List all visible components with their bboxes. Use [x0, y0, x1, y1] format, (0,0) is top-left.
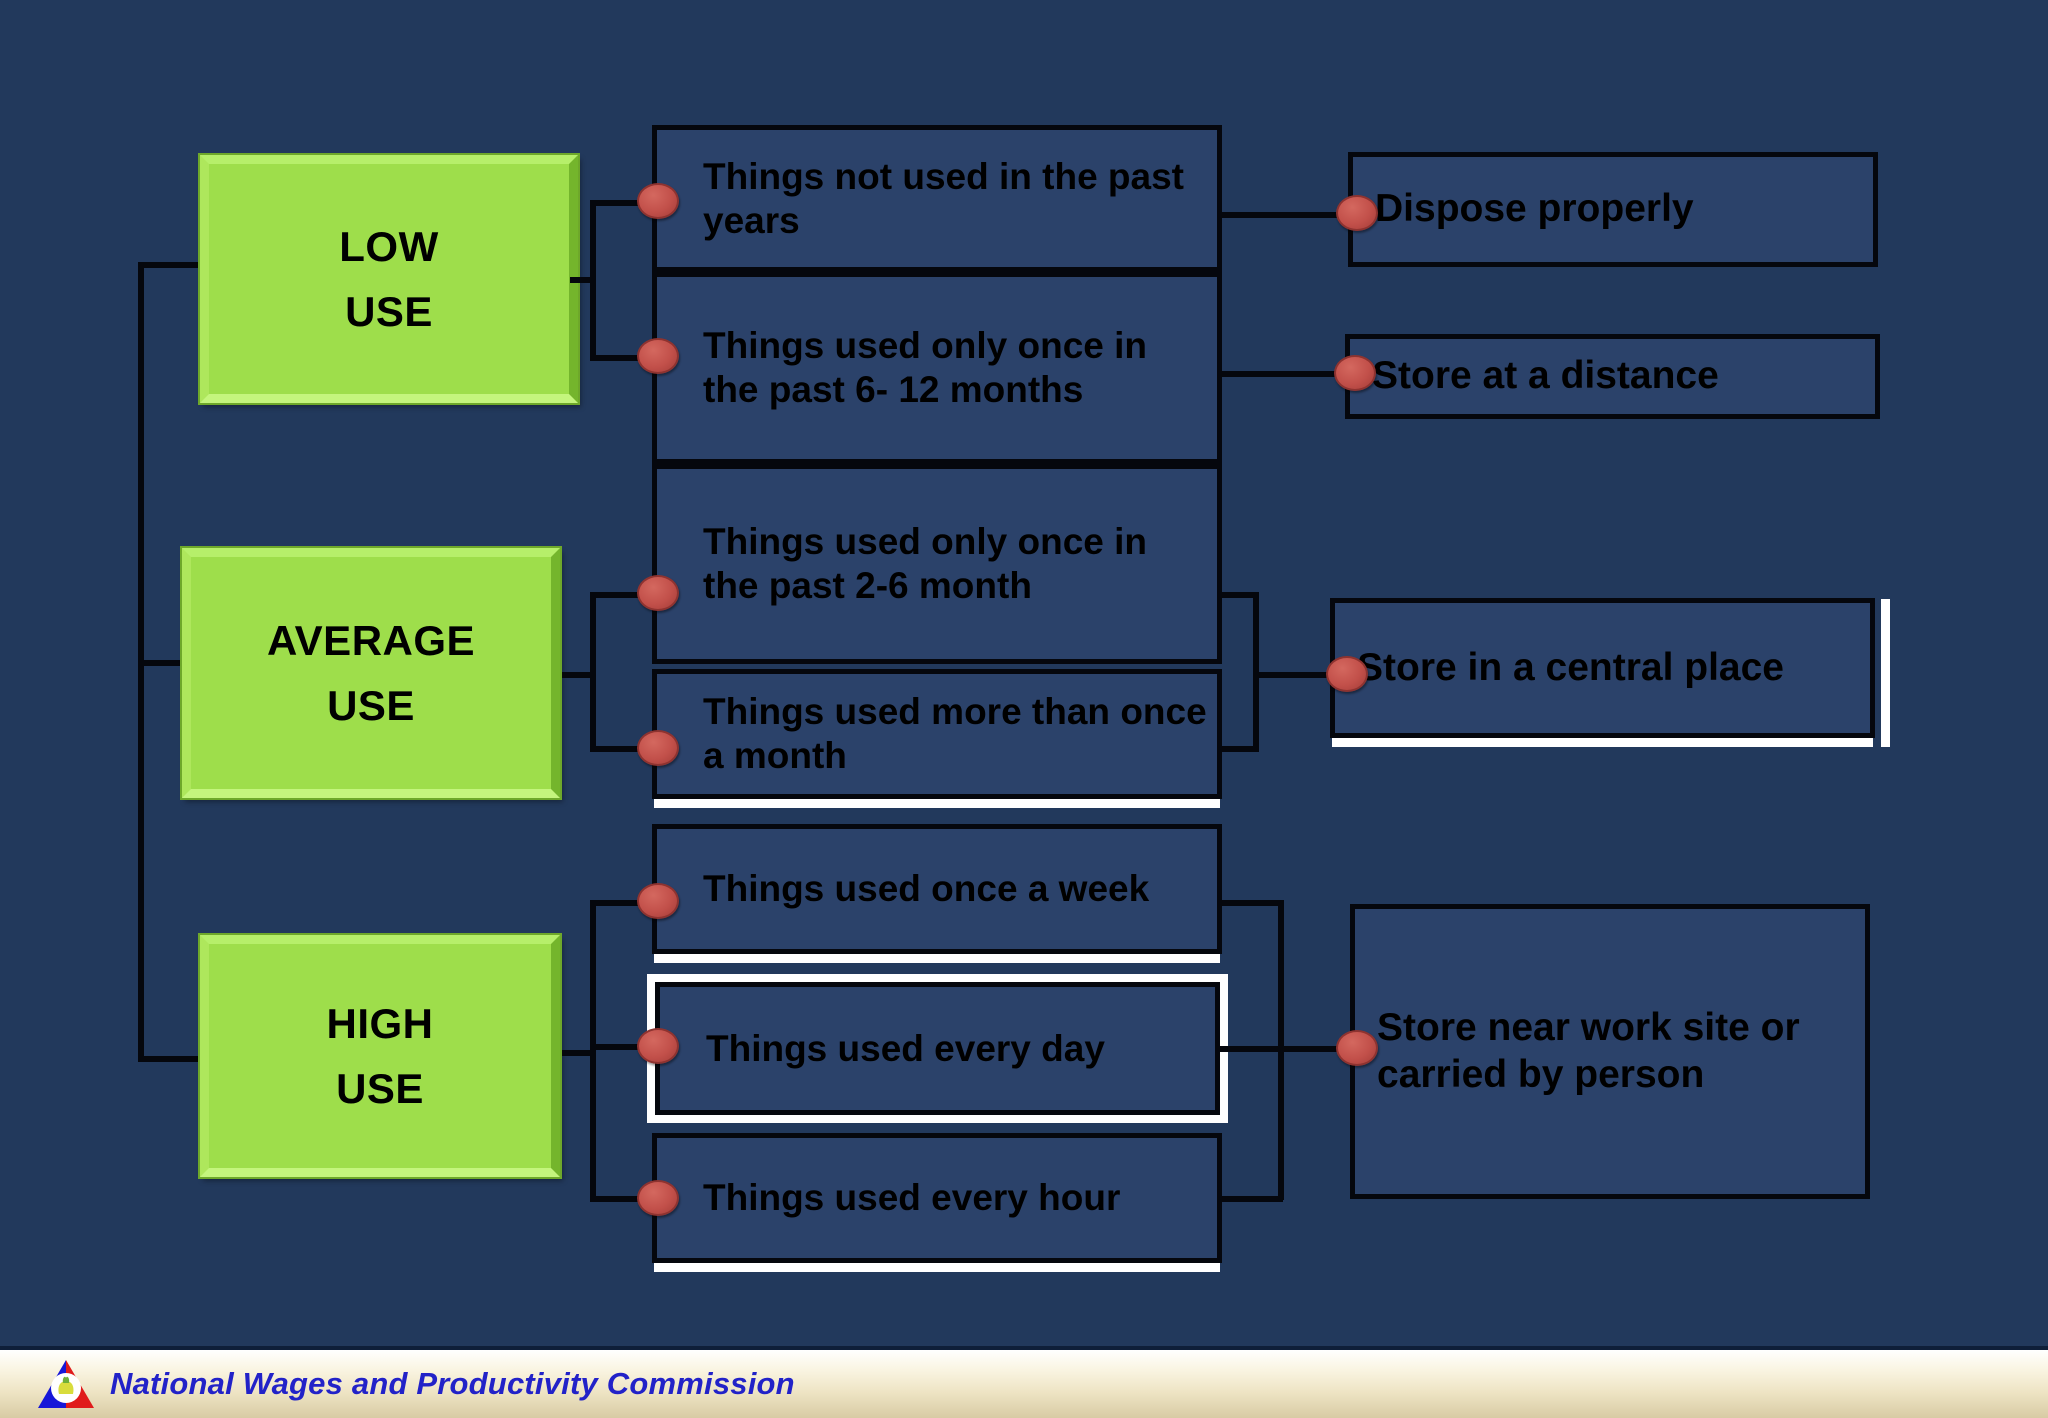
- average-to-c4: [590, 746, 645, 752]
- high-to-c7: [590, 1196, 645, 1202]
- high-to-c6: [590, 1044, 645, 1050]
- connector-dot-c1: [637, 183, 679, 219]
- criteria-box-1-text: Things not used in the past years: [703, 155, 1184, 241]
- criteria-box-6[interactable]: Things used every day: [655, 982, 1220, 1115]
- trunk-to-low-line: [138, 262, 208, 268]
- connector-dot-c2: [637, 338, 679, 374]
- criteria-box-3-text: Things used only once in the past 2-6 mo…: [703, 521, 1148, 606]
- average-to-c3: [590, 592, 645, 598]
- criteria-box-2-text: Things used only once in the past 6- 12 …: [703, 325, 1148, 410]
- category-low-use[interactable]: LOW USE: [200, 155, 578, 403]
- c5-merge-line: [1218, 900, 1283, 906]
- criteria-box-7-text: Things used every hour: [703, 1177, 1121, 1219]
- category-low-use-line1: LOW: [339, 222, 439, 270]
- category-average-use[interactable]: AVERAGE USE: [182, 548, 560, 798]
- connector-dot-a4: [1336, 1030, 1378, 1066]
- action-box-3-text: Store in a central place: [1357, 645, 1785, 689]
- connector-dot-c4: [637, 730, 679, 766]
- criteria-box-5-text: Things used once a week: [703, 868, 1150, 910]
- action-box-1[interactable]: Dispose properly: [1348, 152, 1878, 267]
- criteria-box-3[interactable]: Things used only once in the past 2-6 mo…: [652, 464, 1222, 664]
- connector-dot-a1: [1336, 195, 1378, 231]
- avg-merge-to-a3-line: [1253, 672, 1343, 678]
- criteria-box-4-text: Things used more than once a month: [703, 691, 1207, 776]
- low-stem: [570, 277, 596, 283]
- c2-to-a2-line: [1218, 371, 1348, 377]
- connector-dot-a3: [1326, 656, 1368, 692]
- connector-dot-c5: [637, 883, 679, 919]
- action-box-4[interactable]: Store near work site or carried by perso…: [1350, 904, 1870, 1199]
- low-to-c1: [590, 200, 645, 206]
- category-low-use-line2: USE: [345, 288, 433, 335]
- category-high-use-line1: HIGH: [326, 999, 434, 1047]
- c4-merge-line: [1218, 746, 1258, 752]
- c6-merge-line: [1218, 1046, 1283, 1052]
- criteria-box-7[interactable]: Things used every hour: [652, 1133, 1222, 1272]
- action-box-2[interactable]: Store at a distance: [1345, 334, 1880, 419]
- footer-bar: National Wages and Productivity Commissi…: [0, 1346, 2048, 1418]
- criteria-box-2[interactable]: Things used only once in the past 6- 12 …: [652, 272, 1222, 464]
- criteria-box-5[interactable]: Things used once a week: [652, 824, 1222, 963]
- connector-dot-c6: [637, 1028, 679, 1064]
- trunk-to-high-line: [138, 1056, 208, 1062]
- high-to-c5: [590, 900, 645, 906]
- high-merge-to-a4-line: [1278, 1046, 1368, 1052]
- high-stem: [562, 1050, 594, 1056]
- trunk-to-average-line: [138, 660, 203, 666]
- action-box-1-text: Dispose properly: [1375, 187, 1694, 231]
- criteria-box-1[interactable]: Things not used in the past years: [652, 125, 1222, 272]
- average-stem: [562, 672, 594, 678]
- philippine-triangle-logo-icon: [36, 1358, 96, 1410]
- connector-dot-c7: [637, 1180, 679, 1216]
- category-high-use[interactable]: HIGH USE: [200, 935, 560, 1177]
- connector-dot-a2: [1334, 355, 1376, 391]
- category-average-use-line2: USE: [327, 682, 415, 729]
- action-box-2-text: Store at a distance: [1372, 354, 1719, 398]
- category-high-use-line2: USE: [336, 1065, 424, 1112]
- category-average-use-line1: AVERAGE: [266, 616, 476, 664]
- c3-merge-line: [1218, 592, 1258, 598]
- action-box-4-text: Store near work site or carried by perso…: [1377, 1006, 1800, 1096]
- footer-organization-label: National Wages and Productivity Commissi…: [110, 1366, 795, 1401]
- criteria-box-4[interactable]: Things used more than once a month: [652, 669, 1222, 808]
- c1-to-a1-line: [1218, 212, 1348, 218]
- action-box-3[interactable]: Store in a central place: [1330, 598, 1890, 747]
- low-to-c2: [590, 355, 645, 361]
- criteria-box-6-text: Things used every day: [706, 1027, 1105, 1069]
- connector-dot-c3: [637, 575, 679, 611]
- c7-merge-line: [1218, 1196, 1283, 1202]
